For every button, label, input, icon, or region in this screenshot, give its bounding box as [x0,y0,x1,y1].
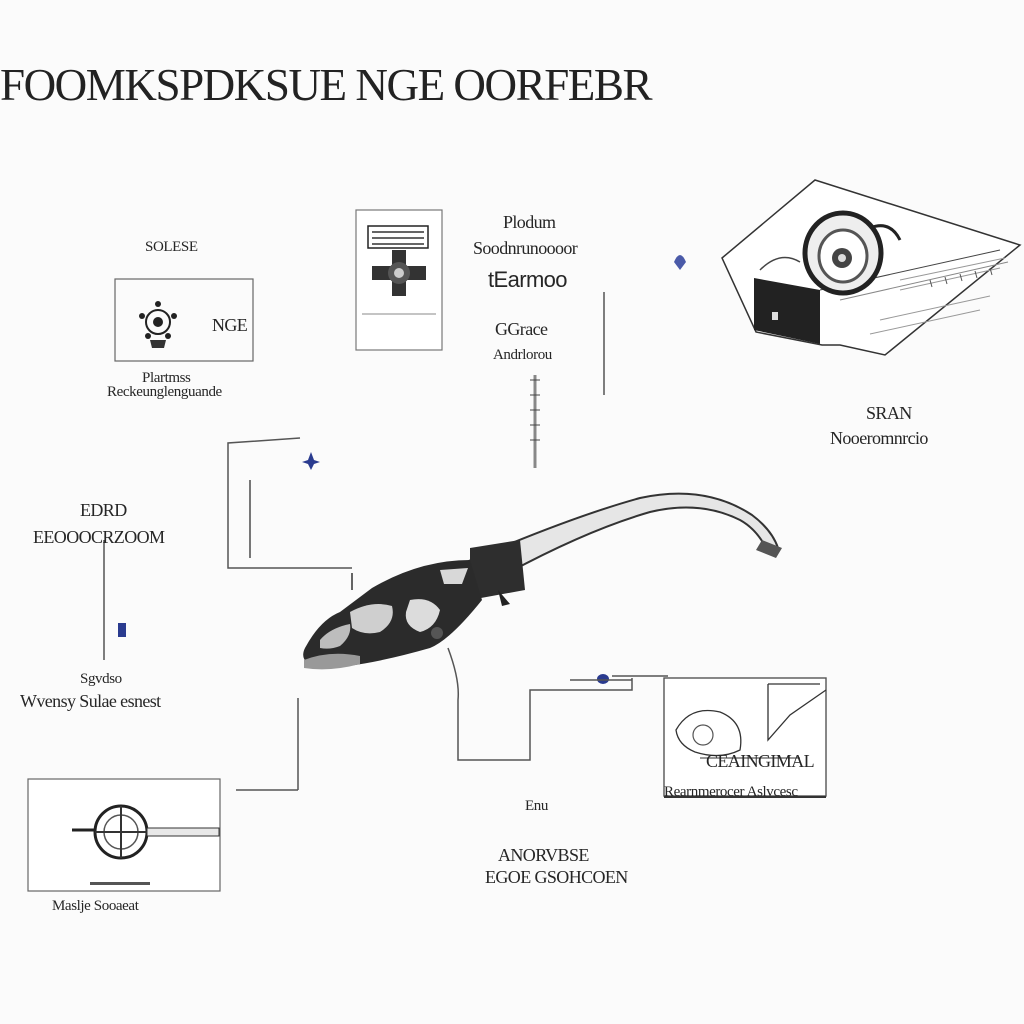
box1-caption-line2: Reckeunglenguande [107,384,222,400]
label-top-center-2: Soodnrunoooor [473,238,578,258]
accent-marker-left [118,623,126,637]
bottom-left-caption: Maslje Sooaeat [52,898,139,914]
box1-text: NGE [212,315,248,335]
diagram-title: FOOMKSPDKSUE NGE OORFEBR [0,59,653,110]
accent-dot-topright [674,255,686,270]
left-low-line1: Sgvdso [80,671,122,687]
card-tall [355,209,443,351]
label-top-center-3: tEarmoo [488,267,568,292]
accent-dot-bottom [597,674,609,684]
label-top-center-4: GGrace [495,319,548,339]
box-gauge [27,778,221,892]
left-low-line2: Wvensy Sulae esnest [20,691,161,711]
right-caption-line1: SRAN [866,403,912,423]
box1-caption-line1: Plartmss [142,370,191,386]
label-top-left: SOLESE [145,239,198,255]
label-top-center-5: Andrlorou [493,347,552,363]
left-mid-line1: EDRD [80,500,127,520]
machine-illustration [721,179,1022,356]
bottom-right-box-caption: Rearnmerocer Aslvcesc [664,784,798,800]
bottom-center-small: Enu [525,798,548,814]
bottom-right-box-text: CEAINGIMAL [706,751,815,771]
left-mid-line2: EEOOOCRZOOM [33,527,165,547]
box-emblem [114,278,254,362]
box-sketch [663,677,827,798]
accent-star-center [302,452,320,470]
right-caption-line2: Nooeromnrcio [830,428,928,448]
bottom-center-line2: EGOE GSOHCOEN [485,867,628,887]
cross-icon [372,250,426,296]
emblem-icon [139,301,177,348]
label-top-center-1: Plodum [503,212,556,232]
bottom-center-line1: ANORVBSE [498,845,589,865]
probe-illustration [303,492,782,670]
